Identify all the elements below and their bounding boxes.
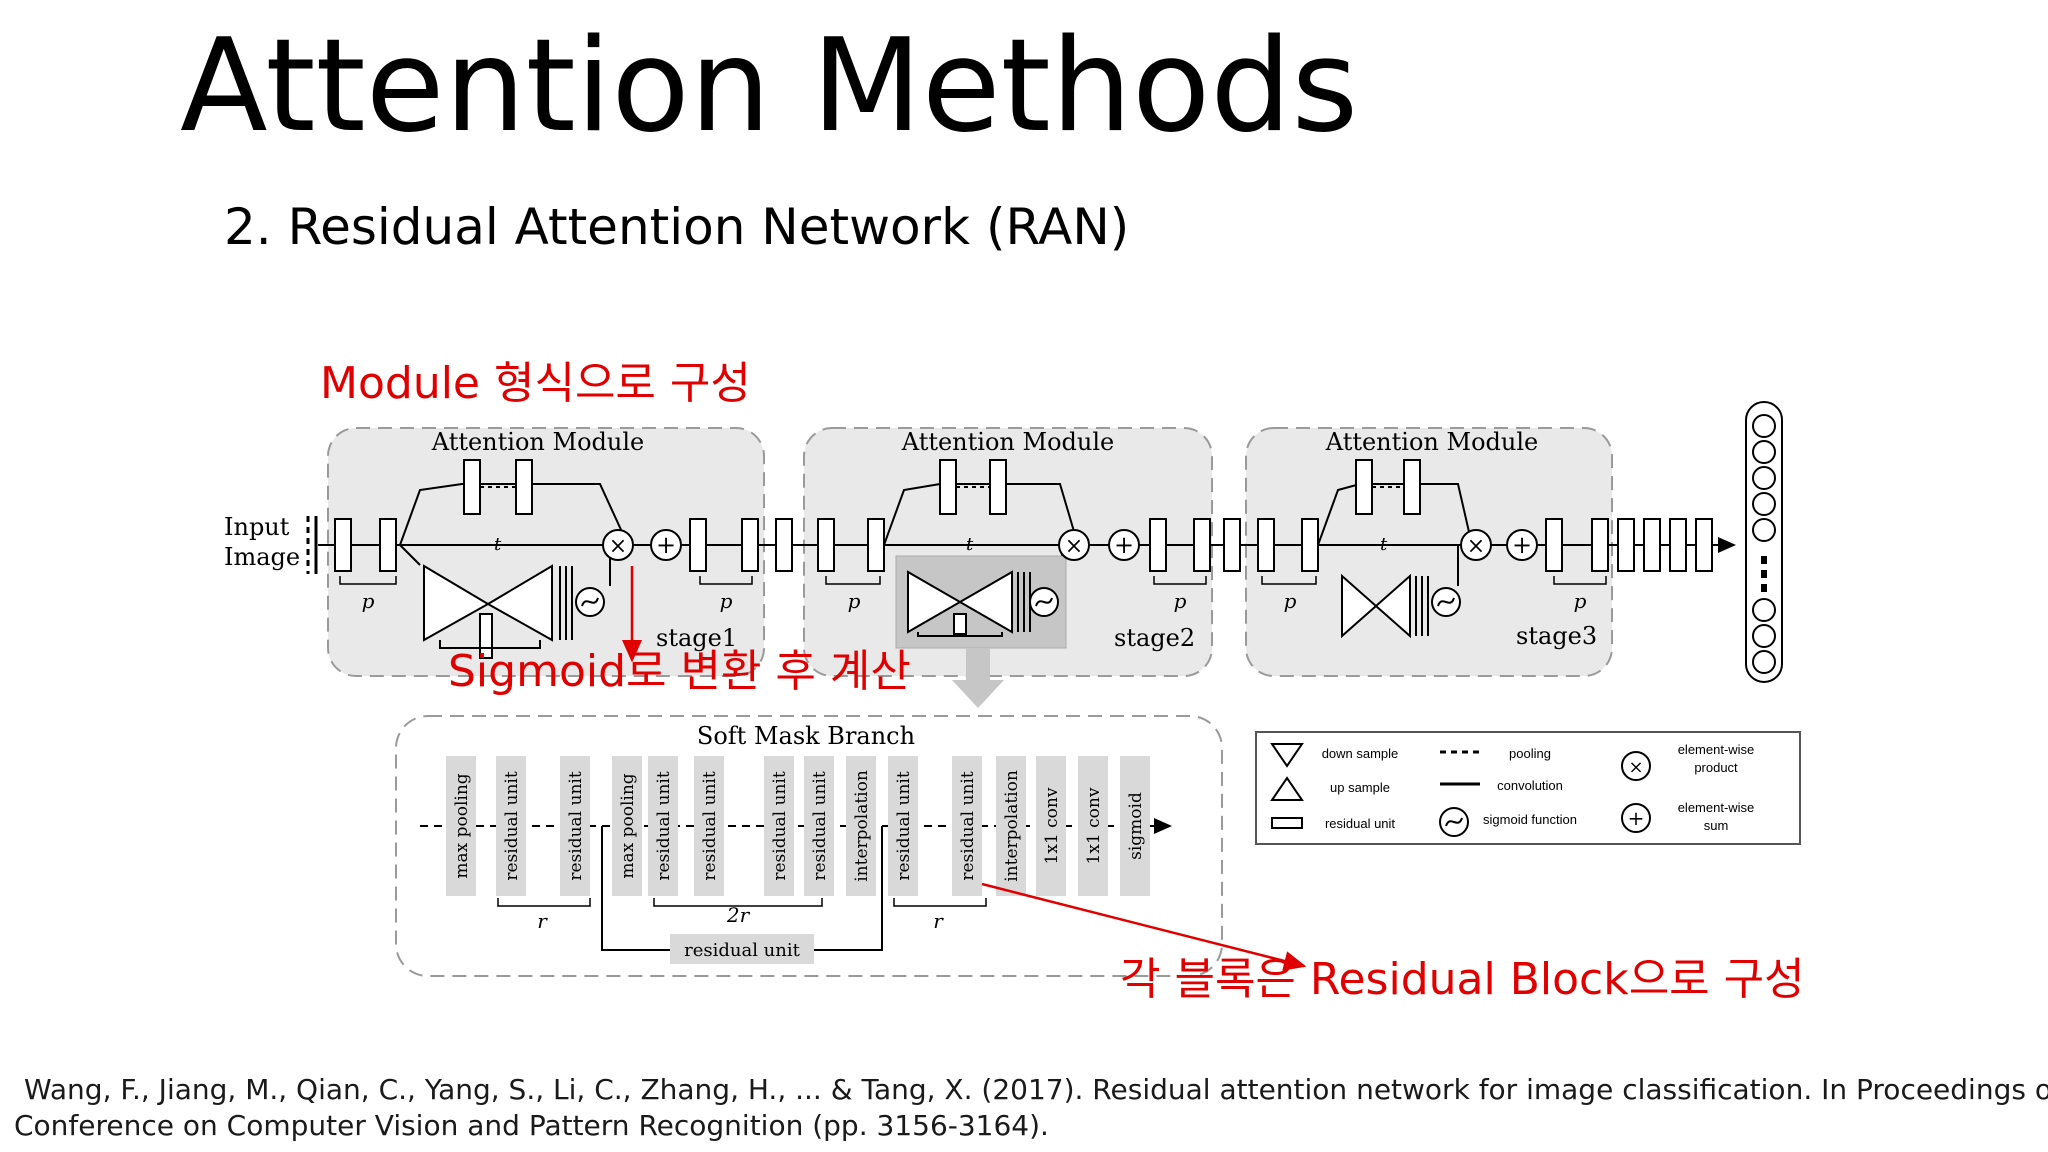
stage-label-3: stage3 [1516, 622, 1597, 650]
slide-title: Attention Methods [180, 12, 1359, 161]
slide-subtitle: 2. Residual Attention Network (RAN) [224, 198, 1130, 256]
annotation-sigmoid: Sigmoid로 변환 후 계산 [448, 646, 911, 697]
r-label-1: r [537, 909, 548, 933]
image-label: Image [224, 543, 300, 571]
soft-mask-block [996, 756, 1026, 896]
legend-product-2: product [1694, 760, 1738, 775]
mask-expand-arrow [952, 648, 1004, 708]
soft-mask-block-label: 1x1 conv [1042, 787, 1062, 864]
soft-mask-block-label: residual unit [502, 771, 522, 880]
soft-mask-block [952, 756, 982, 896]
legend-residual-unit: residual unit [1325, 816, 1395, 831]
r-label-2: r [933, 909, 944, 933]
hourglass-3 [1341, 573, 1429, 639]
soft-mask-block-label: interpolation [1002, 770, 1022, 882]
sum-1 [650, 529, 682, 561]
soft-mask-block [846, 756, 876, 896]
soft-mask-block-label: sigmoid [1126, 792, 1146, 860]
p-label-1: p [362, 589, 375, 613]
product-2 [1058, 529, 1090, 561]
t-label-2: t [966, 534, 974, 555]
soft-mask-block [804, 756, 834, 896]
soft-mask-block [1036, 756, 1066, 896]
p-label-5: p [1284, 589, 1297, 613]
soft-mask-block-label: 1x1 conv [1084, 787, 1104, 864]
legend-down-sample: down sample [1322, 746, 1399, 761]
stage-label-2: stage2 [1114, 624, 1195, 652]
soft-mask-block-label: residual unit [770, 771, 790, 880]
citation: Wang, F., Jiang, M., Qian, C., Yang, S.,… [14, 1072, 2048, 1144]
soft-mask-block [888, 756, 918, 896]
soft-mask-blocks: max pooling residual unit residual unit max… [446, 756, 1150, 896]
soft-mask-block [560, 756, 590, 896]
svg-text:×: × [1628, 757, 1643, 778]
svg-text:×: × [1065, 534, 1083, 559]
p-label-3: p [848, 589, 861, 613]
legend-up-sample: up sample [1330, 780, 1390, 795]
soft-mask-block [1078, 756, 1108, 896]
legend: down sample up sample residual unit pool… [1255, 731, 1801, 845]
attention-module-3-title: Attention Module [1325, 428, 1538, 456]
soft-mask-block-label: residual unit [894, 771, 914, 880]
svg-text:+: + [1628, 806, 1645, 830]
citation-line-2: Conference on Computer Vision and Patter… [14, 1109, 1049, 1142]
main-residual-units [334, 518, 1713, 572]
residual-annotation-arrow [981, 882, 1307, 971]
soft-mask-block-label: residual unit [566, 771, 586, 880]
input-label: Input [224, 513, 290, 541]
svg-text:+: + [1512, 531, 1532, 559]
t-label-1: t [494, 534, 502, 555]
citation-line-1: Wang, F., Jiang, M., Qian, C., Yang, S.,… [24, 1073, 2048, 1106]
attention-module-2-title: Attention Module [901, 428, 1114, 456]
soft-mask-block-label: max pooling [618, 773, 638, 878]
stage-label-1: stage1 [656, 624, 737, 652]
soft-mask-block-label: residual unit [810, 771, 830, 880]
soft-mask-block [446, 756, 476, 896]
soft-mask-block [612, 756, 642, 896]
2r-label: 2r [726, 903, 751, 927]
svg-text:×: × [609, 534, 627, 559]
soft-mask-block-label: residual unit [700, 771, 720, 880]
legend-sigmoid-function: sigmoid function [1483, 812, 1577, 827]
p-label-4: p [1174, 589, 1187, 613]
soft-mask-block [496, 756, 526, 896]
soft-mask-block-label: residual unit [654, 771, 674, 880]
legend-sum-2: sum [1704, 818, 1729, 833]
soft-mask-block [648, 756, 678, 896]
soft-mask-title: Soft Mask Branch [697, 722, 915, 750]
skip-residual-label: residual unit [684, 940, 801, 961]
p-label-6: p [1574, 589, 1587, 613]
p-label-2: p [720, 589, 733, 613]
svg-text:×: × [1467, 534, 1485, 559]
soft-mask-block [1120, 756, 1150, 896]
soft-mask-block [764, 756, 794, 896]
legend-sum-1: element-wise [1678, 800, 1755, 815]
soft-mask-block-label: max pooling [452, 773, 472, 878]
product-1 [602, 529, 634, 561]
legend-product-1: element-wise [1678, 742, 1755, 757]
svg-text:+: + [656, 531, 676, 559]
soft-mask-block [694, 756, 724, 896]
annotation-module: Module 형식으로 구성 [320, 358, 751, 409]
attention-module-1-title: Attention Module [431, 428, 644, 456]
svg-text:+: + [1114, 531, 1134, 559]
soft-mask-block-label: interpolation [852, 770, 872, 882]
sum-2 [1108, 529, 1140, 561]
skip-residual-unit [670, 934, 814, 964]
t-label-3: t [1380, 534, 1388, 555]
legend-convolution: convolution [1497, 778, 1563, 793]
product-3 [1460, 529, 1492, 561]
sum-3 [1506, 529, 1538, 561]
annotation-residual-block: 각 블록은 Residual Block으로 구성 [1120, 954, 1805, 1005]
legend-pooling: pooling [1509, 746, 1551, 761]
soft-mask-block-label: residual unit [958, 771, 978, 880]
